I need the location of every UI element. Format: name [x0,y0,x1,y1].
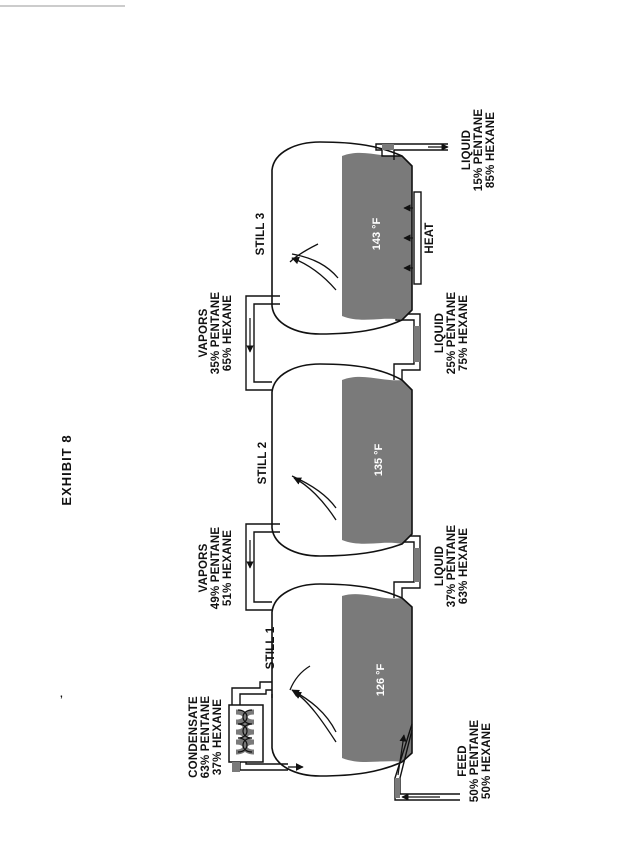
still-2: STILL 2 135 °F [257,363,413,557]
feed-hexane: 50% HEXANE [481,723,493,799]
liquid-out-pentane: 15% PENTANE [473,109,485,192]
still-1: STILL 1 126 °F [265,583,413,777]
still-3-vapor-arrow [291,253,339,279]
liquid-1-title: LIQUID [434,546,446,586]
still-1-vapor-arrow [289,665,311,691]
liquid-1-hexane: 63% HEXANE [458,528,470,604]
still-1-liquid [342,594,412,762]
still-1-temperature: 126 °F [375,663,387,696]
heat-source: HEAT [403,191,436,285]
liquid-1-pentane: 37% PENTANE [446,525,458,608]
feed: FEED 50% PENTANE 50% HEXANE [394,720,493,803]
still-3-vapor-arrow [291,256,337,291]
still-2-vapor-arrow [293,477,337,521]
still-3: STILL 3 143 °F [255,141,413,335]
condensate-title: CONDENSATE [188,696,200,778]
still-3-label: STILL 3 [255,213,267,256]
liquid-out-title: LIQUID [461,130,473,170]
still-2-temperature: 135 °F [373,443,385,476]
vapors-1-pentane: 49% PENTANE [210,527,222,610]
liquid-out-hexane: 85% HEXANE [485,112,497,188]
still-2-liquid [342,376,412,544]
still-1-vessel [271,583,413,777]
vapor-pipe-2: VAPORS 35% PENTANE 65% HEXANE [198,292,280,391]
still-2-label: STILL 2 [257,442,269,485]
vapor-pipe-1: VAPORS 49% PENTANE 51% HEXANE [198,523,280,611]
vapors-2-pentane: 35% PENTANE [210,292,222,375]
liquid-pipe-1: LIQUID 37% PENTANE 63% HEXANE [393,525,470,608]
still-3-liquid [342,152,412,320]
still-3-temperature: 143 °F [371,217,383,250]
feed-title: FEED [457,745,469,776]
heat-label: HEAT [424,222,436,253]
stray-mark: , [60,689,63,700]
condensate-pentane: 63% PENTANE [200,696,212,779]
vapors-2-title: VAPORS [198,308,210,357]
feed-pentane: 50% PENTANE [469,720,481,803]
liquid-outlet: LIQUID 15% PENTANE 85% HEXANE [375,109,497,192]
still-2-vapor-arrow [291,475,337,509]
still-3-vessel [271,141,413,335]
still-3-vapor-arrow [289,243,319,263]
condensate-hexane: 37% HEXANE [212,699,224,775]
still-1-label: STILL 1 [265,626,277,669]
still-1-vapor-arrow [291,689,337,733]
exhibit-title: EXHIBIT 8 [59,434,74,505]
still-2-vessel [271,363,413,557]
still-1-vapor-arrow [293,691,337,743]
condenser: CONDENSATE 63% PENTANE 37% HEXANE [188,681,304,779]
vapors-1-hexane: 51% HEXANE [222,530,234,606]
liquid-2-title: LIQUID [434,313,446,353]
liquid-2-hexane: 75% HEXANE [458,295,470,371]
liquid-2-pentane: 25% PENTANE [446,292,458,375]
vapors-2-hexane: 65% HEXANE [222,295,234,371]
vapors-1-title: VAPORS [198,543,210,592]
